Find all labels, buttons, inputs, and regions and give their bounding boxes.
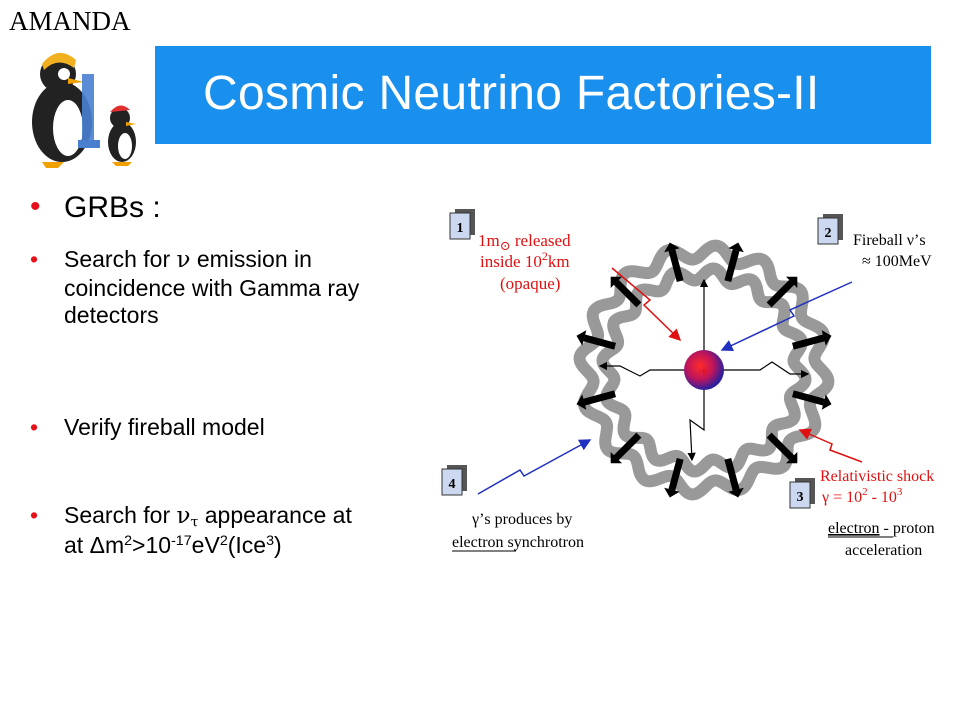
outflow-arrow-head — [610, 276, 622, 288]
svg-text:4: 4 — [449, 477, 456, 492]
outflow-arrow-head — [610, 452, 622, 464]
outflow-arrow — [724, 249, 740, 283]
title-banner: Cosmic Neutrino Factories-II — [155, 46, 931, 144]
fireball-core — [684, 350, 724, 390]
bullet-text: Search for ντ appearance at at Δm2>10-17… — [64, 502, 352, 558]
nu-tau-symbol: ντ — [176, 503, 199, 531]
label-4: γ’s produces by electron synchrotron — [452, 511, 584, 552]
outflow-arrow — [766, 279, 795, 308]
outflow-arrow-head — [821, 394, 832, 410]
bullet-dot-icon: • — [30, 414, 39, 440]
outflow-arrow — [583, 390, 617, 406]
outflow-arrow — [613, 279, 642, 308]
inner-shock-shell — [596, 262, 812, 478]
svg-text:1: 1 — [457, 221, 464, 236]
outflow-arrows — [576, 242, 832, 498]
bullet-dot-icon: • — [30, 502, 39, 528]
label-1: 1m⊙ released inside 102km (opaque) — [478, 231, 571, 293]
svg-text:electron synchrotron: electron synchrotron — [452, 534, 584, 551]
bullet-text: GRBs : — [64, 191, 161, 224]
svg-text:≈ 100MeV: ≈ 100MeV — [862, 253, 932, 270]
svg-text:inside 102km: inside 102km — [480, 249, 570, 271]
svg-text:Relativistic shock: Relativistic shock — [820, 468, 934, 485]
svg-text:γ’s produces by: γ’s produces by — [471, 511, 572, 528]
outflow-arrow — [724, 457, 740, 491]
bullet-text: Search for ν emission in coincidence wit… — [64, 246, 360, 329]
red-arrow-3 — [798, 428, 863, 463]
blue-arrow-2 — [720, 281, 853, 351]
outflow-arrow — [766, 432, 795, 461]
svg-text:γ = 102 - 103: γ = 102 - 103 — [821, 486, 903, 506]
svg-text:(opaque): (opaque) — [500, 274, 560, 293]
red-arrow-1 — [611, 267, 682, 342]
amanda-logo-text: AMANDA — [9, 6, 131, 36]
outflow-arrow-head — [786, 276, 798, 288]
svg-text:electron - proton: electron - proton — [828, 520, 935, 537]
outflow-arrow — [791, 390, 825, 406]
box-1: 1 — [449, 209, 475, 240]
slide-title: Cosmic Neutrino Factories-II — [203, 67, 820, 120]
outflow-arrow-head — [576, 394, 587, 410]
penguin-logo-icon — [32, 52, 136, 168]
svg-text:Fireball ν’s: Fireball ν’s — [853, 232, 926, 249]
outer-shock-shell — [573, 239, 835, 501]
label-3: Relativistic shock γ = 102 - 103 electro… — [820, 468, 935, 559]
outflow-arrow-head — [821, 330, 832, 346]
svg-text:acceleration: acceleration — [845, 542, 922, 559]
bullet-dot-icon: • — [30, 190, 41, 223]
outflow-arrow — [668, 249, 684, 283]
outflow-arrow-head — [728, 242, 744, 253]
fireball-diagram: + 1 2 3 4 1m⊙ released inside 102km (opa… — [441, 209, 935, 559]
center-mark: + — [699, 361, 709, 381]
outflow-arrow — [791, 334, 825, 350]
svg-text:2: 2 — [825, 226, 832, 241]
box-4: 4 — [441, 465, 467, 496]
outflow-arrow-head — [728, 487, 744, 498]
outflow-arrow-head — [664, 487, 680, 498]
internal-rays — [598, 278, 810, 462]
box-3: 3 — [789, 478, 815, 509]
label-2: Fireball ν’s ≈ 100MeV — [853, 232, 932, 270]
svg-text:1m⊙ released: 1m⊙ released — [478, 231, 571, 253]
outflow-arrow-head — [576, 330, 587, 346]
svg-text:3: 3 — [797, 490, 804, 505]
bullet-dot-icon: • — [30, 246, 39, 272]
outflow-arrow-head — [664, 242, 680, 253]
outflow-arrow — [583, 334, 617, 350]
box-2: 2 — [817, 214, 843, 245]
outflow-arrow-head — [786, 452, 798, 464]
outflow-arrow — [613, 432, 642, 461]
outflow-arrow — [668, 457, 684, 491]
nu-symbol: ν — [176, 247, 191, 273]
bullet-text: Verify fireball model — [64, 414, 265, 440]
blue-arrow-4 — [477, 439, 592, 495]
